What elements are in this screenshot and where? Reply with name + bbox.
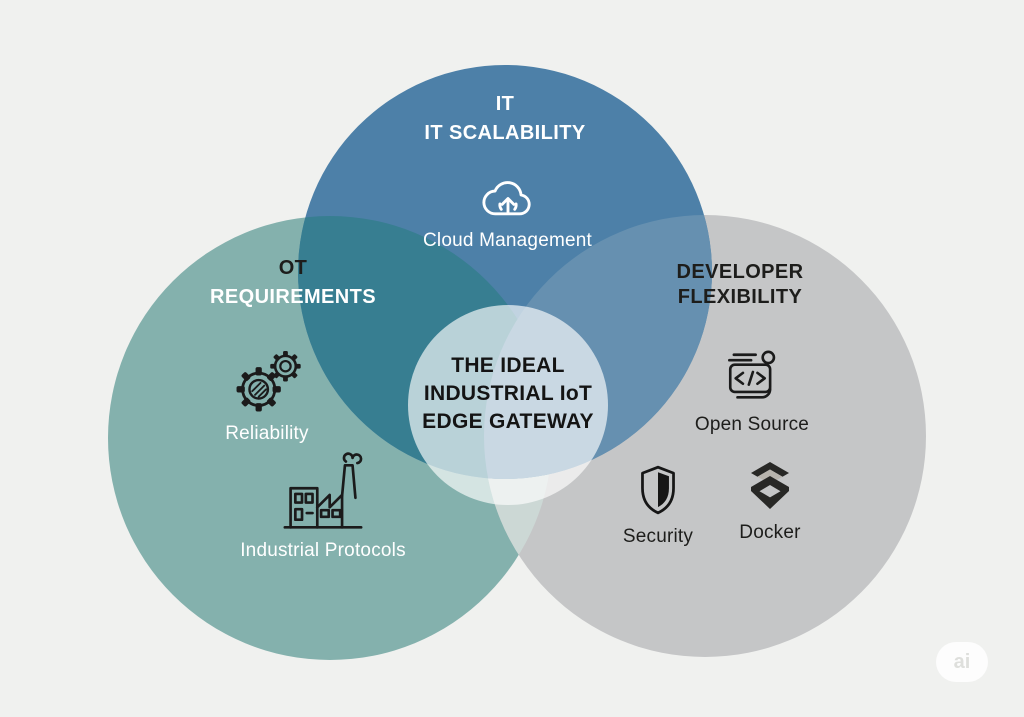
security-label: Security [622,526,694,547]
industrial-protocols-label: Industrial Protocols [240,540,406,561]
open-source-item: Open Source [672,348,832,436]
developer-title-line1: DEVELOPER [676,261,804,283]
developer-circle-title: DEVELOPER FLEXIBILITY [640,260,840,310]
docker-label: Docker [739,522,801,543]
it-title-line1: IT [495,93,515,115]
watermark-badge: ai [936,642,988,682]
docker-icon [751,462,789,509]
cloud-management-label: Cloud Management [422,230,593,251]
it-title-line2: IT SCALABILITY [424,122,586,144]
ot-title-line2: REQUIREMENTS [210,286,376,308]
security-item: Security [588,464,728,548]
watermark-label: ai [953,650,971,673]
code-icon [728,350,776,399]
docker-item: Docker [700,460,840,544]
cloud-management-item: Cloud Management [415,176,600,252]
center-label-line2: INDUSTRIAL IoT [423,382,593,405]
ot-circle-title: OT REQUIREMENTS [193,254,393,312]
center-overlap-circle [408,305,608,505]
open-source-label: Open Source [694,414,810,435]
center-label-line3: EDGE GATEWAY [422,410,594,433]
center-label: THE IDEAL INDUSTRIAL IoT EDGE GATEWAY [398,352,618,436]
it-circle-title: IT IT SCALABILITY [395,90,615,148]
gears-icon [236,351,301,412]
cloud-upload-icon [482,181,531,216]
center-label-line1: THE IDEAL [451,354,565,377]
ot-title-line1: OT [278,257,308,279]
factory-icon [283,452,363,529]
industrial-protocols-item: Industrial Protocols [238,452,408,562]
shield-icon [641,465,675,515]
reliability-item: Reliability [192,348,342,445]
reliability-label: Reliability [225,423,309,444]
developer-title-line2: FLEXIBILITY [677,286,803,308]
